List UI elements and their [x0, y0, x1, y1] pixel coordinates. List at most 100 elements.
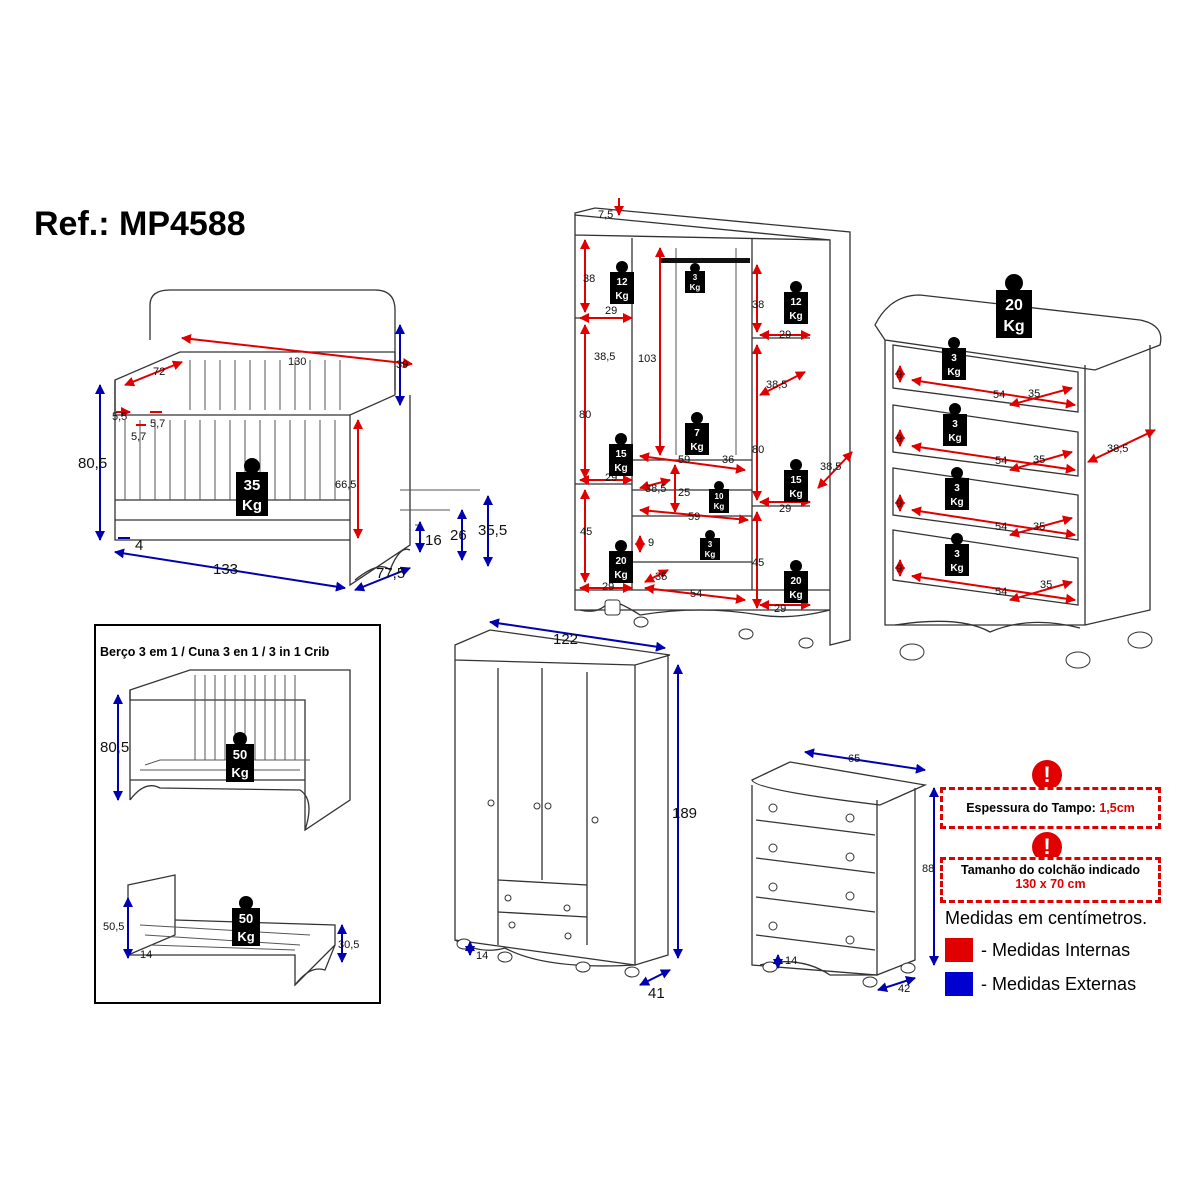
warning-top-thickness: Espessura do Tampo: 1,5cm [940, 787, 1161, 829]
alert-icon: ! [1032, 760, 1062, 790]
weight-w-drawer: 3 Kg [700, 530, 720, 560]
svg-text:Kg: Kg [950, 563, 963, 574]
svg-text:20: 20 [1005, 297, 1023, 314]
w-dim-36: 36 [722, 454, 734, 466]
d-dim-54a: 54 [993, 389, 1005, 401]
svg-text:20: 20 [615, 556, 627, 567]
svg-text:35: 35 [244, 477, 261, 494]
weight-w-15-left: 15 Kg [609, 433, 633, 476]
svg-text:Kg: Kg [231, 765, 248, 780]
dim-16: 16 [425, 532, 442, 549]
dim-66-5: 66,5 [335, 479, 356, 491]
dresser-interior [874, 294, 1162, 669]
w-dim-80: 80 [579, 409, 591, 421]
svg-text:3: 3 [954, 483, 960, 494]
crib-variants-box [94, 624, 381, 1004]
svg-text:Kg: Kg [789, 489, 802, 500]
weight-w-12-left: 12 Kg [610, 261, 634, 304]
svg-text:Kg: Kg [690, 442, 703, 453]
dim-26: 26 [450, 527, 467, 544]
legend-title: Medidas em centímetros. [945, 908, 1148, 928]
weight-w-rod: 3 Kg [685, 263, 705, 293]
dx-dim-88: 88 [922, 863, 934, 875]
d-dim-side-38-5: 38,5 [1107, 443, 1128, 455]
svg-text:50: 50 [233, 747, 247, 762]
svg-text:15: 15 [615, 449, 627, 460]
wardrobe-exterior [454, 629, 671, 978]
svg-text:Kg: Kg [789, 311, 802, 322]
w-dim-r38: 38 [752, 299, 764, 311]
w-dim-54: 54 [690, 588, 702, 600]
legend-internal-label: - Medidas Internas [981, 939, 1131, 960]
dim-77-5: 77,5 [376, 565, 405, 582]
w-dim-r45: 45 [752, 557, 764, 569]
svg-text:12: 12 [616, 277, 628, 288]
svg-text:Kg: Kg [705, 550, 716, 559]
svg-text:3: 3 [952, 419, 958, 430]
wx-dim-41: 41 [648, 985, 665, 1002]
dim-bed-14: 14 [140, 949, 152, 961]
crib-mid-drawing [129, 669, 351, 832]
dim-bed-50-5: 50,5 [103, 921, 124, 933]
svg-text:20: 20 [790, 576, 802, 587]
dim-5-7b: 5,7 [150, 418, 165, 430]
svg-text:12: 12 [790, 297, 802, 308]
weight-dresser-top: 20 Kg [996, 274, 1032, 338]
dresser-exterior [751, 761, 928, 988]
swatch-internal [945, 938, 973, 962]
w-dim-59b: 59 [688, 511, 700, 523]
w-dim-9: 9 [648, 537, 654, 549]
d-dim-35a: 35 [1028, 388, 1040, 400]
legend-internal: - Medidas Internas [945, 938, 1130, 962]
w-dim-7-5: 7,5 [598, 209, 613, 221]
wx-dim-14: 14 [476, 950, 488, 962]
weight-w-20-left: 20 Kg [609, 540, 633, 583]
crib-box-title: Berço 3 em 1 / Cuna 3 en 1 / 3 in 1 Crib [100, 645, 330, 659]
dim-bed-30-5: 30,5 [338, 939, 359, 951]
weight-crib-mid: 50 Kg [226, 732, 254, 782]
d-dim-35c: 35 [1033, 521, 1045, 533]
weight-w-12-right: 12 Kg [784, 281, 808, 324]
w-dim-103: 103 [638, 353, 656, 365]
weight-crib: 35 Kg [236, 458, 268, 516]
w-dim-side-38-5: 38,5 [820, 461, 841, 473]
w-dim-29a: 29 [605, 305, 617, 317]
wx-dim-122: 122 [553, 631, 578, 648]
warning-top-thickness-value: 1,5cm [1099, 801, 1135, 815]
w-dim-59a: 59 [678, 454, 690, 466]
warning-top-thickness-label: Espessura do Tampo: [966, 801, 1096, 815]
warning-mattress-label: Tamanho do colchão indicado [961, 863, 1140, 877]
svg-text:50: 50 [239, 911, 253, 926]
d-dim-9d: 9 [896, 563, 902, 575]
d-dim-35d: 35 [1040, 579, 1052, 591]
reference-title: Ref.: MP4588 [34, 205, 246, 243]
d-dim-9b: 9 [896, 433, 902, 445]
svg-text:Kg: Kg [948, 433, 961, 444]
legend-external: - Medidas Externas [945, 972, 1136, 996]
dim-4: 4 [135, 537, 143, 554]
svg-text:3: 3 [708, 540, 713, 549]
svg-text:Kg: Kg [614, 570, 627, 581]
svg-text:Kg: Kg [242, 497, 262, 514]
dim-72: 72 [153, 366, 165, 378]
crib-slats [124, 360, 341, 500]
w-dim-r29a: 29 [779, 329, 791, 341]
svg-text:3: 3 [954, 549, 960, 560]
weight-drawer-4: 3 Kg [945, 533, 969, 576]
w-dim-29c: 29 [602, 581, 614, 593]
dx-dim-65: 65 [848, 753, 860, 765]
wx-dim-189: 189 [672, 805, 697, 822]
dim-5-7a: 5,7 [131, 431, 146, 443]
w-dim-35: 35 [655, 571, 667, 583]
svg-text:Kg: Kg [947, 367, 960, 378]
d-dim-54d: 54 [995, 586, 1007, 598]
svg-text:Kg: Kg [690, 283, 701, 292]
d-dim-54c: 54 [995, 521, 1007, 533]
dim-mid-80-5: 80,5 [100, 739, 129, 756]
warning-mattress-value: 130 x 70 cm [1015, 877, 1086, 891]
weight-drawer-2: 3 Kg [943, 403, 967, 446]
weight-bed: 50 Kg [232, 896, 260, 946]
weight-w-10: 10 Kg [709, 481, 729, 513]
svg-text:10: 10 [715, 492, 724, 501]
dim-35-5: 35,5 [478, 522, 507, 539]
